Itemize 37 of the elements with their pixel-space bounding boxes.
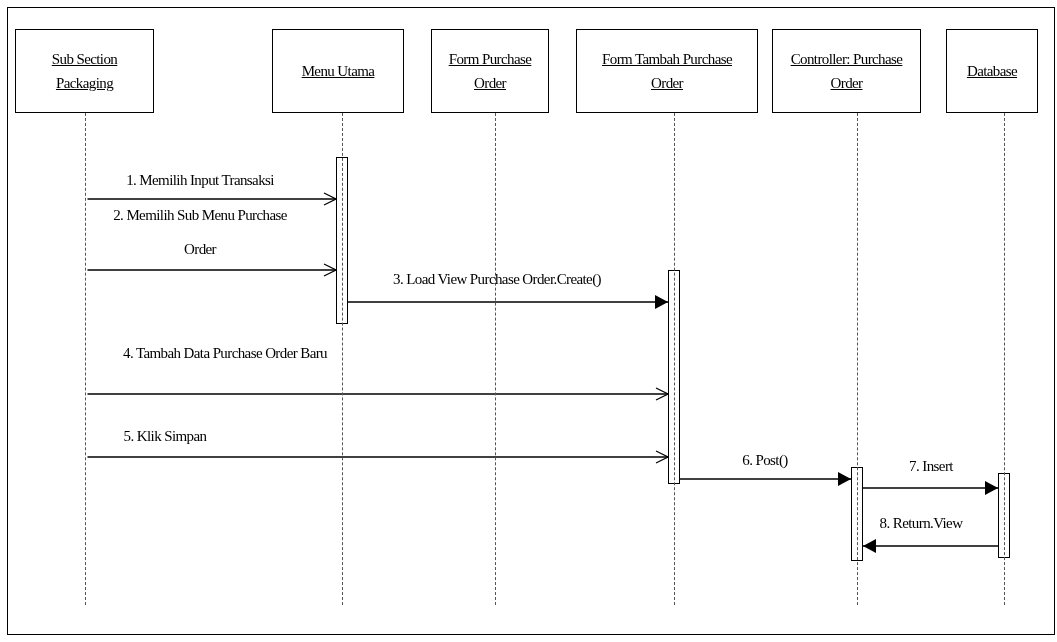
lifeline (855, 113, 860, 605)
lifeline (672, 113, 677, 605)
message-label: 3. Load View Purchase Order.Create() (392, 270, 602, 289)
message-label: 7. Insert (908, 457, 954, 476)
lifeline (340, 113, 345, 605)
lifeline (83, 113, 88, 605)
message-arrow (86, 450, 669, 464)
message-label: 4. Tambah Data Purchase Order Baru (122, 344, 328, 363)
lifeline-head-box (576, 29, 758, 113)
lifeline (1002, 113, 1007, 605)
participant-name: Form Tambah Purchase Order (601, 50, 733, 93)
message-label: 2. Memilih Sub Menu Purchase Order (112, 206, 288, 259)
participant-name: Sub Section Packaging (50, 50, 119, 93)
message-arrow (862, 481, 999, 495)
lifeline-head-box (946, 29, 1038, 113)
lifeline-head-box (15, 29, 154, 113)
lifeline-head-box (431, 29, 549, 113)
message-label: 8. Return.View (878, 514, 964, 533)
activation-bar (851, 467, 863, 561)
message-arrow (347, 295, 669, 309)
participant-name: Database (966, 62, 1018, 81)
activation-bar (336, 157, 348, 324)
message-label: 1. Memilih Input Transaksi (125, 171, 275, 190)
message-arrow (862, 539, 999, 553)
lifeline-head-box (272, 29, 404, 113)
message-arrow (679, 472, 852, 486)
participant-name: Controller: Purchase Order (789, 50, 904, 93)
message-label: 6. Post() (741, 451, 789, 470)
message-label: 5. Klik Simpan (122, 427, 208, 446)
activation-bar (668, 270, 680, 484)
message-arrow (86, 263, 337, 277)
participant-name: Form Purchase Order (448, 50, 532, 93)
participant-name: Menu Utama (301, 62, 375, 81)
activation-bar (998, 473, 1010, 558)
message-arrow (86, 192, 337, 206)
lifeline-head-box (772, 29, 921, 113)
message-arrow (86, 387, 669, 401)
